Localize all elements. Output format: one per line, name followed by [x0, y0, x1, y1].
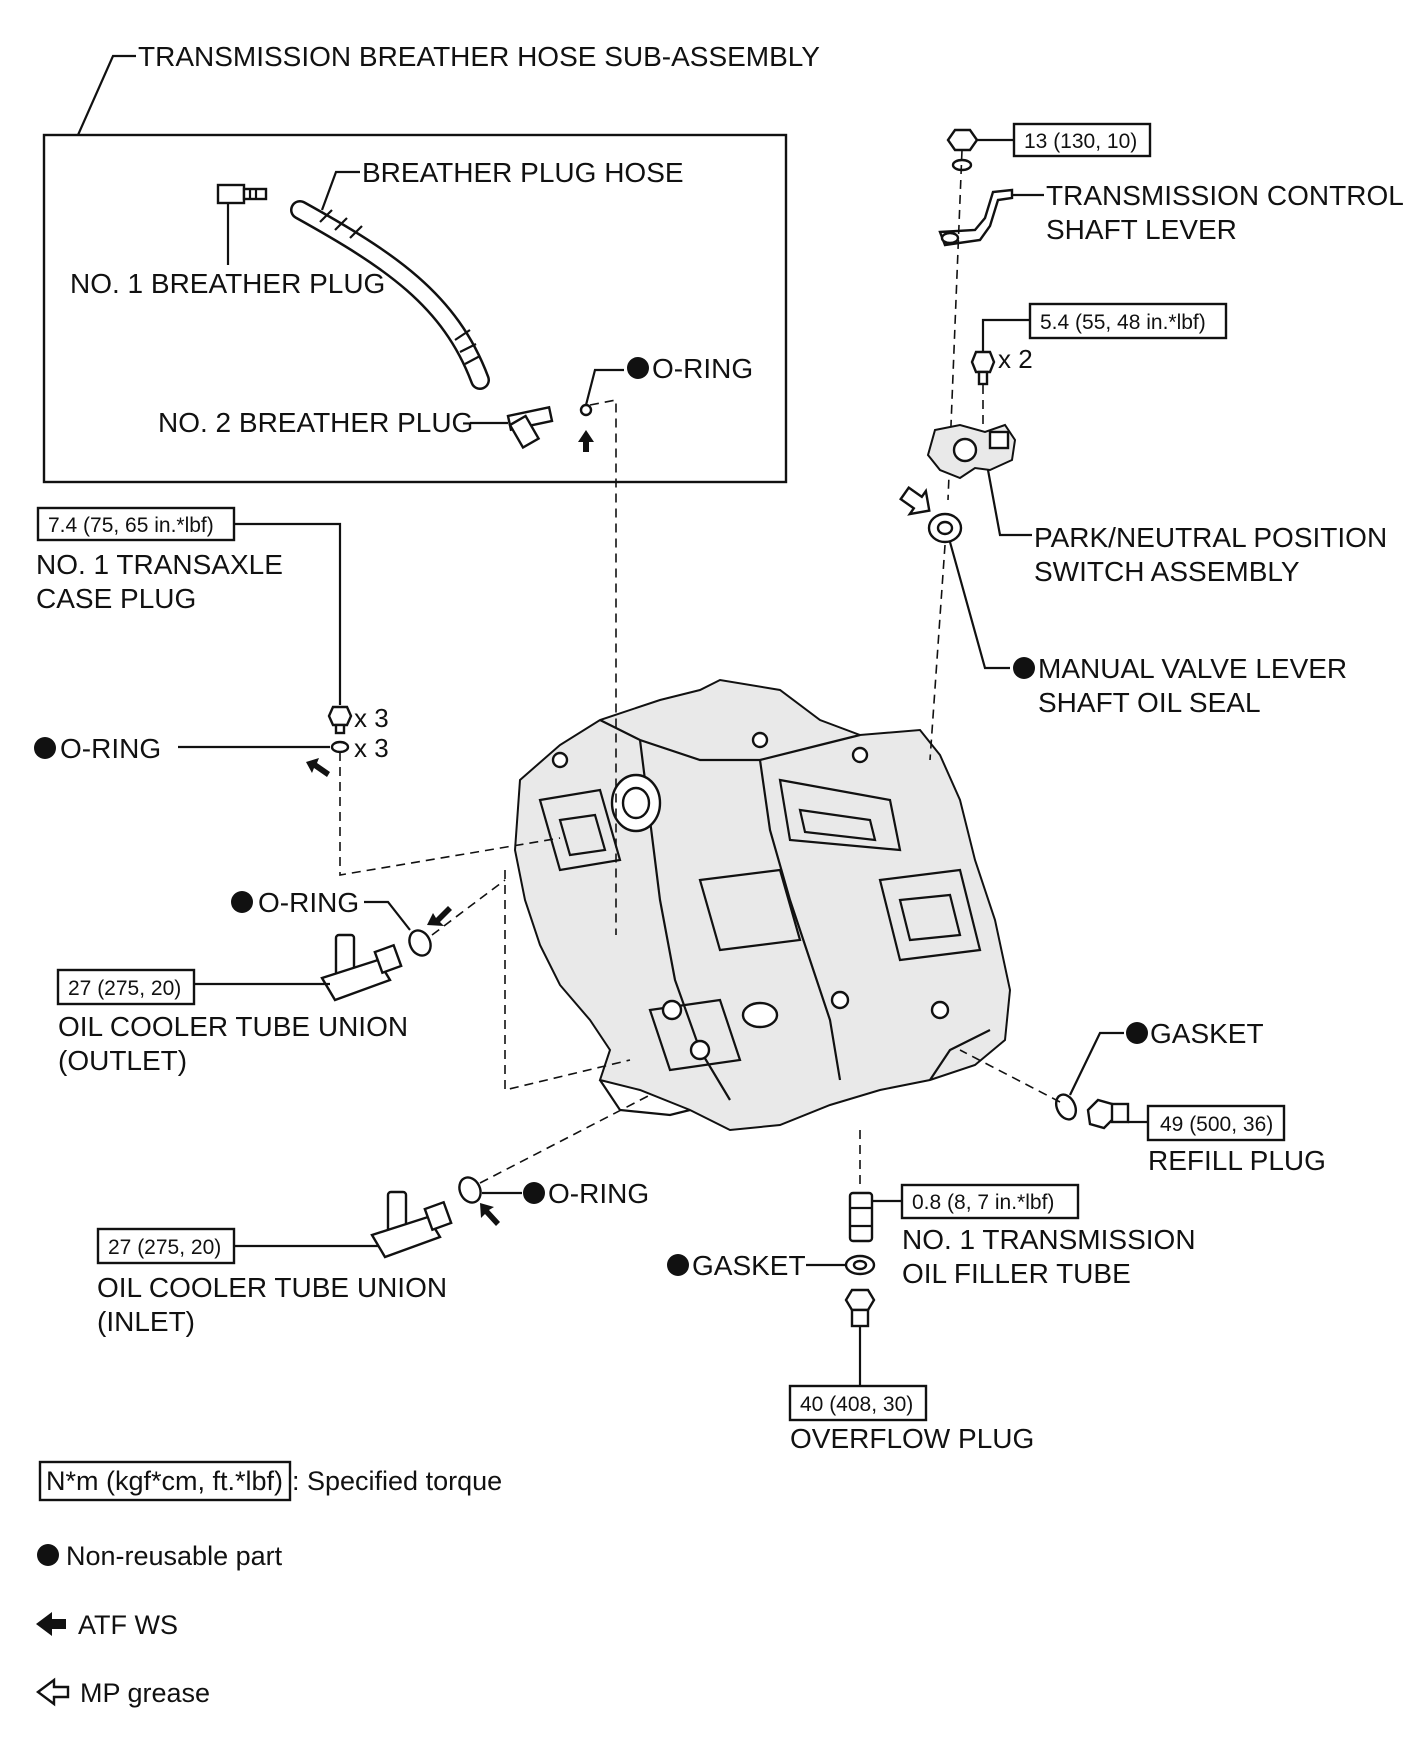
park-neutral-position-switch: [926, 423, 1017, 480]
pn-switch-label-2: SWITCH ASSEMBLY: [1034, 556, 1300, 587]
torque-union-outlet: 27 (275, 20): [68, 977, 181, 1000]
gasket-overflow-label: GASKET: [692, 1250, 806, 1281]
gasket-refill: [1054, 1093, 1078, 1121]
control-shaft-lever-label-1: TRANSMISSION CONTROL: [1046, 180, 1404, 211]
no1-transmission-oil-filler-tube: [848, 1191, 874, 1243]
case-plug-label-1: NO. 1 TRANSAXLE: [36, 549, 283, 580]
o-ring-breather-label: O-RING: [652, 353, 753, 384]
o-ring-case-plug: [330, 740, 350, 754]
no2-breather-plug-label: NO. 2 BREATHER PLUG: [158, 407, 473, 438]
atf-ws-arrow-icon: [578, 430, 594, 452]
torque-filler-tube: 0.8 (8, 7 in.*lbf): [912, 1191, 1054, 1214]
breather-subassembly-frame: [42, 133, 788, 484]
legend-torque-box-text: N*m (kgf*cm, ft.*lbf): [46, 1466, 283, 1496]
torque-overflow-plug: 40 (408, 30): [800, 1393, 913, 1416]
mp-grease-arrow-icon: [36, 1677, 70, 1707]
non-reusable-dot-icon: [523, 1182, 545, 1204]
case-plug-quantity: x 3: [354, 703, 389, 733]
o-ring-breather: [579, 403, 593, 417]
non-reusable-dot-icon: [37, 1544, 59, 1566]
o-ring-inlet-label: O-RING: [548, 1178, 649, 1209]
o-ring-case-plug-label: O-RING: [60, 733, 161, 764]
case-plug-label-2: CASE PLUG: [36, 583, 196, 614]
mp-grease-arrow-icon: [899, 485, 931, 516]
legend-torque-box: [38, 1460, 292, 1502]
manual-valve-seal-label-2: SHAFT OIL SEAL: [1038, 687, 1261, 718]
torque-box-union-outlet: [56, 968, 196, 1006]
oil-cooler-tube-union-inlet: [370, 1190, 453, 1259]
non-reusable-dot-icon: [231, 891, 253, 913]
atf-ws-arrow-icon: [306, 758, 330, 777]
torque-box-filler-tube: [900, 1183, 1080, 1220]
overflow-plug: [844, 1288, 876, 1328]
refill-plug-label: REFILL PLUG: [1148, 1145, 1326, 1176]
legend-atf-ws-text: ATF WS: [78, 1610, 178, 1640]
legend-torque-text: : Specified torque: [292, 1466, 502, 1496]
union-inlet-label-1: OIL COOLER TUBE UNION: [97, 1272, 447, 1303]
legend-mp-grease-text: MP grease: [80, 1678, 210, 1708]
o-ring-outlet: [408, 929, 432, 957]
no1-breather-plug-label: NO. 1 BREATHER PLUG: [70, 268, 385, 299]
legend-non-reusable-text: Non-reusable part: [66, 1541, 283, 1571]
transaxle-case-illustration: [513, 678, 1012, 1132]
torque-case-plug: 7.4 (75, 65 in.*lbf): [48, 514, 214, 537]
legend: N*m (kgf*cm, ft.*lbf) : Specified torque…: [36, 1460, 502, 1708]
breather-plug-hose-label: BREATHER PLUG HOSE: [362, 157, 684, 188]
manual-valve-seal-label-1: MANUAL VALVE LEVER: [1038, 653, 1347, 684]
torque-box-refill-plug: [1146, 1104, 1286, 1142]
non-reusable-dot-icon: [34, 737, 56, 759]
non-reusable-dot-icon: [1126, 1022, 1148, 1044]
pn-switch-label-1: PARK/NEUTRAL POSITION: [1034, 522, 1387, 553]
torque-refill-plug: 49 (500, 36): [1160, 1113, 1273, 1136]
union-inlet-label-2: (INLET): [97, 1306, 195, 1337]
torque-box-overflow-plug: [788, 1384, 928, 1422]
non-reusable-dot-icon: [667, 1254, 689, 1276]
torque-box-pn-switch-bolt: [1028, 302, 1228, 340]
torque-box-control-lever-nut: [1012, 122, 1152, 158]
union-outlet-label-1: OIL COOLER TUBE UNION: [58, 1011, 408, 1042]
breather-hose-subassembly-label: TRANSMISSION BREATHER HOSE SUB-ASSEMBLY: [138, 41, 820, 72]
o-ring-inlet: [458, 1176, 482, 1204]
torque-control-lever-nut: 13 (130, 10): [1024, 130, 1137, 153]
control-lever-nut: [946, 128, 979, 152]
no1-breather-plug: [216, 183, 268, 205]
o-ring-case-plug-quantity: x 3: [354, 733, 389, 763]
refill-plug: [1086, 1098, 1130, 1130]
filler-tube-label-1: NO. 1 TRANSMISSION: [902, 1224, 1196, 1255]
non-reusable-dot-icon: [627, 357, 649, 379]
atf-ws-arrow-icon: [480, 1203, 500, 1226]
torque-union-inlet: 27 (275, 20): [108, 1236, 221, 1259]
overflow-plug-label: OVERFLOW PLUG: [790, 1423, 1034, 1454]
transmission-control-shaft-lever: [938, 188, 1014, 247]
gasket-refill-label: GASKET: [1150, 1018, 1264, 1049]
control-shaft-lever-label-2: SHAFT LEVER: [1046, 214, 1237, 245]
torque-pn-switch-bolt: 5.4 (55, 48 in.*lbf): [1040, 311, 1206, 334]
no2-breather-plug: [506, 405, 554, 450]
atf-ws-arrow-icon: [36, 1612, 66, 1636]
pn-switch-bolt: [970, 350, 996, 386]
no1-transaxle-case-plug: [327, 705, 353, 735]
union-outlet-label-2: (OUTLET): [58, 1045, 187, 1076]
atf-ws-arrow-icon: [427, 906, 452, 926]
oil-cooler-tube-union-outlet: [320, 933, 403, 1002]
filler-tube-label-2: OIL FILLER TUBE: [902, 1258, 1131, 1289]
non-reusable-dot-icon: [1013, 657, 1035, 679]
o-ring-outlet-label: O-RING: [258, 887, 359, 918]
pn-switch-bolt-quantity: x 2: [998, 344, 1033, 374]
